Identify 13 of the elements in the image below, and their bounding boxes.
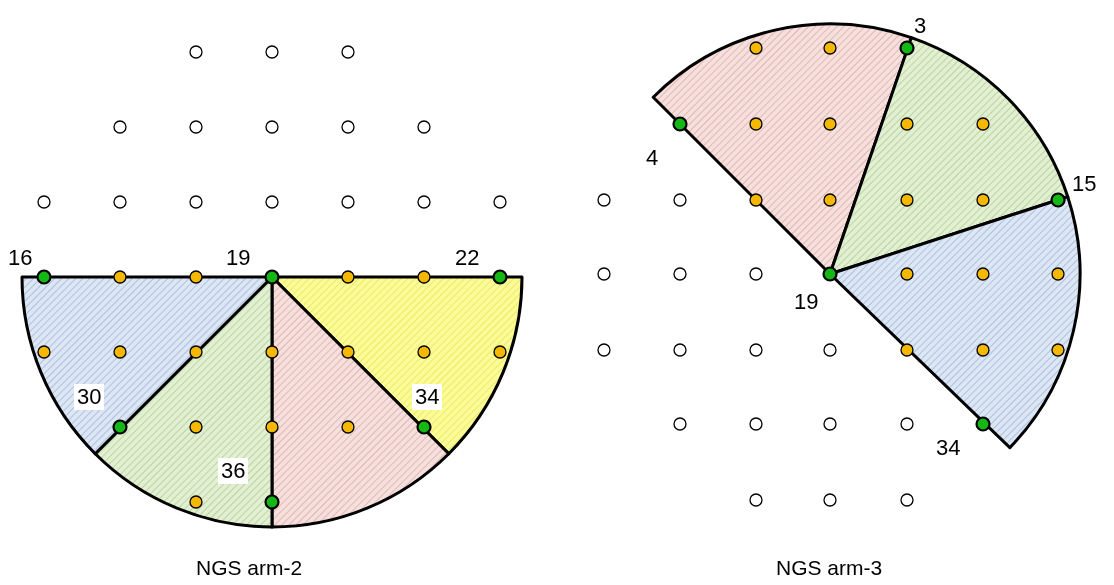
point-number: 34	[936, 436, 961, 460]
point-number: 3	[914, 14, 927, 38]
point-number: 4	[646, 146, 659, 170]
point-number: 15	[1072, 172, 1097, 196]
panel-caption: NGS arm-2	[196, 556, 303, 580]
point-number: 36	[218, 458, 249, 484]
point-number: 34	[412, 384, 443, 410]
point-number: 22	[455, 246, 480, 270]
point-number: 16	[8, 246, 33, 270]
panel-caption: NGS arm-3	[776, 556, 883, 580]
point-number: 30	[74, 384, 105, 410]
point-number: 19	[794, 290, 819, 314]
point-number: 19	[226, 246, 251, 270]
